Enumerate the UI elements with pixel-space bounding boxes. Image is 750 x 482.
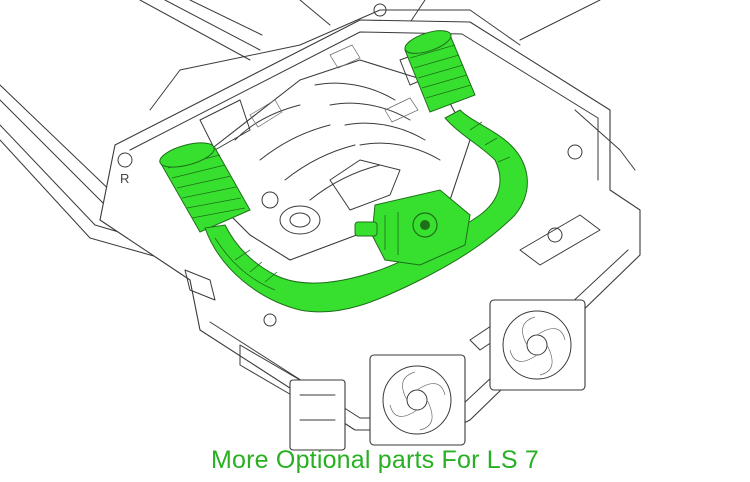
- air-intake-system: [159, 30, 528, 313]
- left-air-filter: [159, 142, 251, 233]
- svg-text:R: R: [120, 171, 129, 186]
- air-intake-tubing: [204, 109, 528, 313]
- right-air-filter: [404, 30, 476, 113]
- product-caption: More Optional parts For LS 7: [211, 446, 539, 474]
- cooling-fans: [289, 299, 586, 451]
